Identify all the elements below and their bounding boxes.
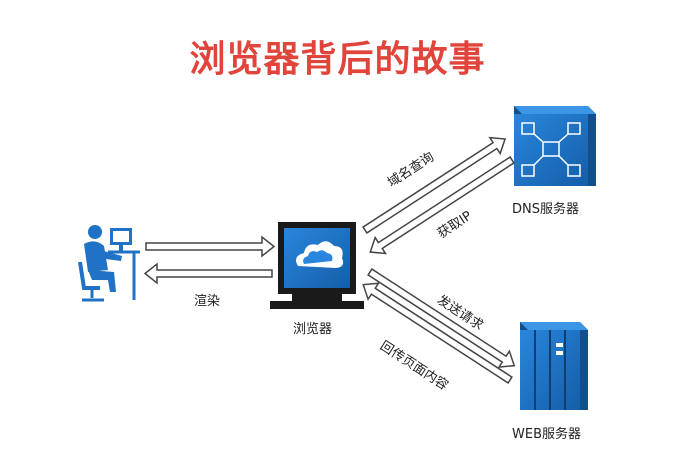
user-at-computer-icon (78, 225, 140, 302)
arrow-dns-query (362, 136, 507, 234)
dns-server-label: DNS服务器 (512, 202, 579, 217)
web-server-rack-icon (520, 322, 588, 410)
arrow-send-request (367, 268, 516, 369)
render-label: 渲染 (194, 294, 221, 309)
arrow-get-ip (369, 156, 515, 255)
arrow-user-to-browser (145, 235, 276, 258)
page-title: 浏览器背后的故事 (189, 39, 486, 80)
arrow-return-content (362, 282, 513, 384)
dns-server-icon (514, 106, 596, 186)
web-server-label: WEB服务器 (512, 427, 581, 442)
arrow-render (143, 262, 273, 285)
monitor-icon (270, 222, 364, 309)
browser-label: 浏览器 (293, 322, 333, 337)
